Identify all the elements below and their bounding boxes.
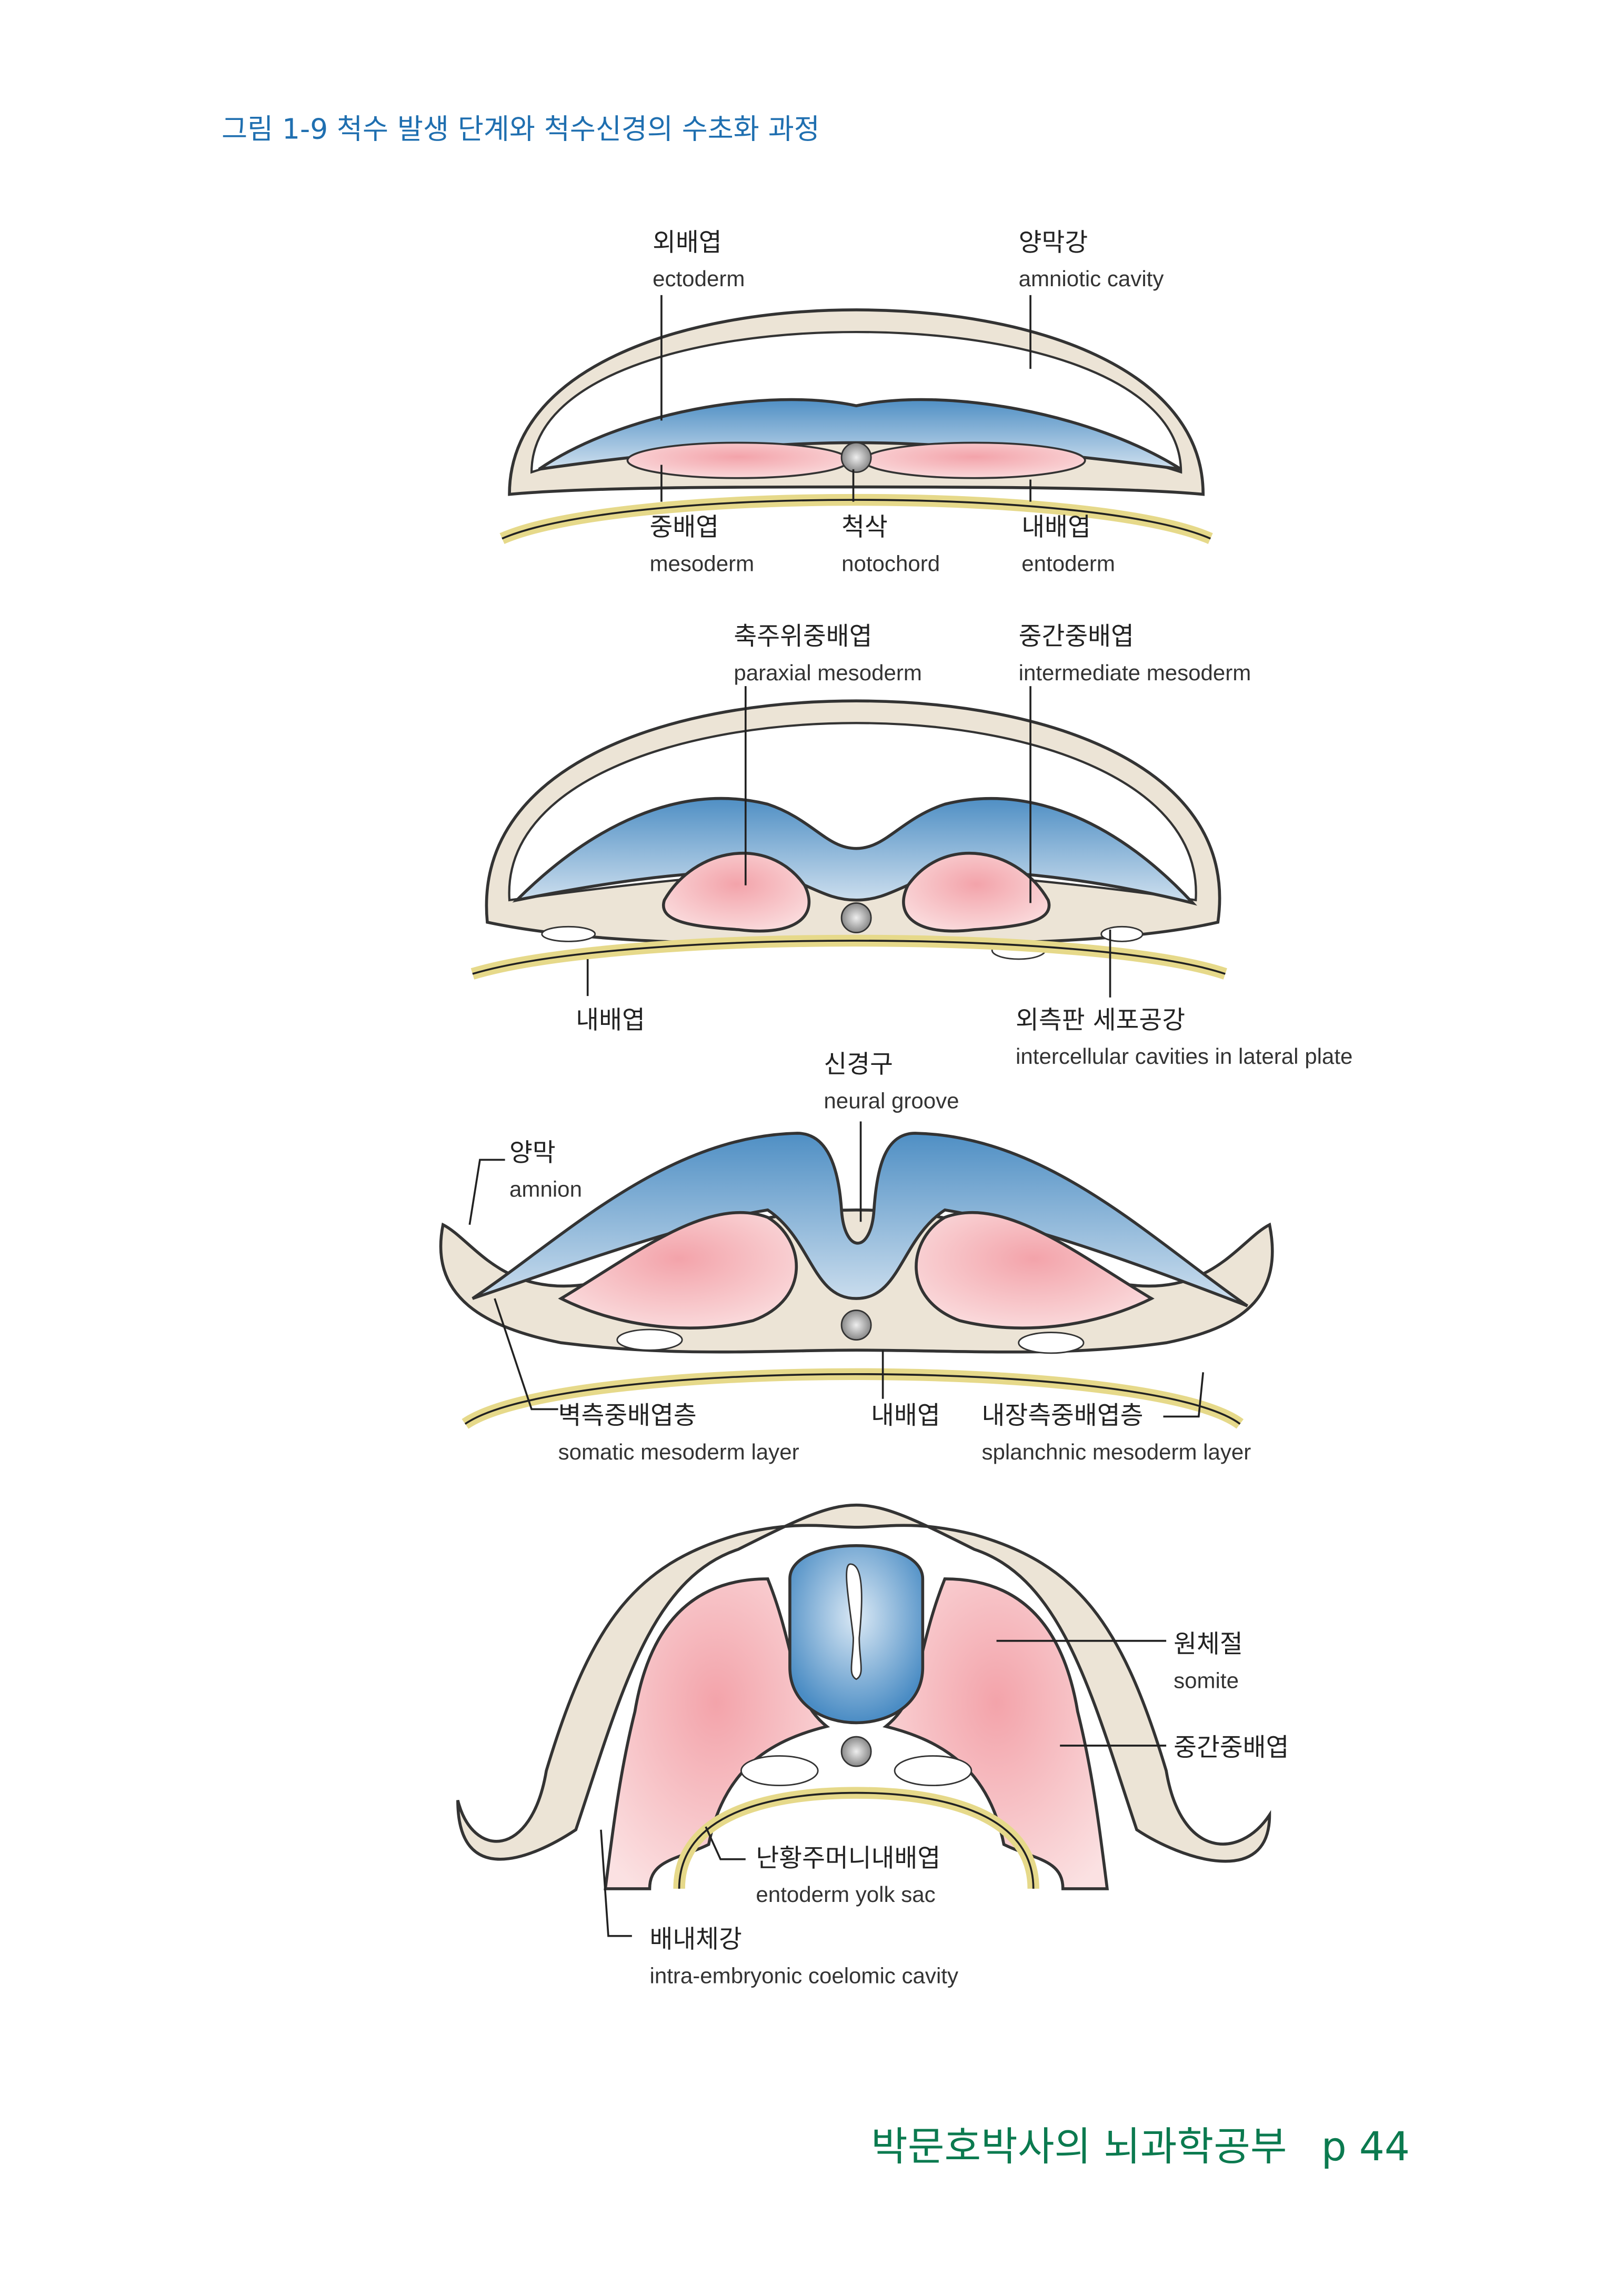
- mesoderm-right: [863, 441, 1086, 479]
- notochord: [840, 1310, 872, 1341]
- label-amnion-en: amnion: [509, 1177, 582, 1202]
- label-splanchnic-en: splanchnic mesoderm layer: [982, 1439, 1251, 1464]
- somite-left: [604, 1577, 830, 1890]
- label-lateral-cavities-en: intercellular cavities in lateral plate: [1016, 1044, 1352, 1069]
- footer-page-number: p 44: [1321, 2123, 1410, 2170]
- somite-right: [915, 1211, 1155, 1330]
- label-somatic-ko: 벽측중배엽층: [558, 1401, 697, 1430]
- paraxial-mesoderm-right: [902, 852, 1051, 933]
- label-paraxial-ko: 축주위중배엽: [734, 622, 872, 651]
- label-entoderm-ko: 내배엽: [1021, 513, 1091, 542]
- label-intermediate4-ko: 중간중배엽: [1174, 1734, 1289, 1763]
- label-entoderm3-ko: 내배엽: [871, 1401, 940, 1430]
- label-amniotic-cavity-en: amniotic cavity: [1019, 266, 1164, 291]
- label-somite-en: somite: [1174, 1668, 1239, 1693]
- label-splanchnic-ko: 내장측중배엽층: [982, 1401, 1144, 1430]
- label-coelom-ko: 배내체강: [649, 1925, 741, 1954]
- label-ectoderm-en: ectoderm: [653, 266, 745, 291]
- label-notochord-en: notochord: [841, 551, 940, 576]
- label-neural-groove-en: neural groove: [824, 1088, 959, 1113]
- label-mesoderm-ko: 중배엽: [649, 513, 719, 542]
- ectoderm-layer: [472, 1132, 1248, 1307]
- label-paraxial-en: paraxial mesoderm: [734, 660, 922, 685]
- stage3-diagram: [439, 1121, 1274, 1429]
- label-ectoderm-ko: 외배엽: [653, 228, 722, 257]
- label-intermediate-ko: 중간중배엽: [1019, 622, 1134, 651]
- notochord: [840, 441, 872, 473]
- stage2-diagram: [470, 686, 1227, 998]
- label-intermediate-en: intermediate mesoderm: [1019, 660, 1251, 685]
- footer-book-title: 박문호박사의 뇌과학공부: [871, 2123, 1287, 2170]
- label-lateral-cavities-ko: 외측판 세포공강: [1016, 1006, 1185, 1035]
- label-yolk-sac-en: entoderm yolk sac: [756, 1882, 935, 1907]
- notochord: [840, 1736, 872, 1767]
- label-coelom-en: intra-embryonic coelomic cavity: [649, 1963, 958, 1988]
- notochord: [840, 902, 872, 933]
- somite-right: [883, 1577, 1109, 1890]
- label-somatic-en: somatic mesoderm layer: [558, 1439, 799, 1464]
- stage1-diagram: [499, 295, 1213, 544]
- label-notochord-ko: 척삭: [841, 513, 888, 542]
- somite-left: [558, 1211, 798, 1330]
- label-entoderm-en: entoderm: [1021, 551, 1115, 576]
- label-entoderm2-ko: 내배엽: [576, 1006, 645, 1035]
- label-somite-ko: 원체절: [1174, 1630, 1243, 1659]
- label-neural-groove-ko: 신경구: [824, 1050, 893, 1079]
- stage4-diagram: [456, 1503, 1271, 1937]
- label-mesoderm-en: mesoderm: [649, 551, 754, 576]
- label-amnion-ko: 양막: [509, 1139, 556, 1167]
- paraxial-mesoderm-left: [662, 852, 811, 933]
- label-amniotic-cavity-ko: 양막강: [1019, 228, 1088, 257]
- figure-title: 그림 1-9 척수 발생 단계와 척수신경의 수초화 과정: [222, 113, 820, 146]
- label-yolk-sac-ko: 난황주머니내배엽: [756, 1844, 940, 1873]
